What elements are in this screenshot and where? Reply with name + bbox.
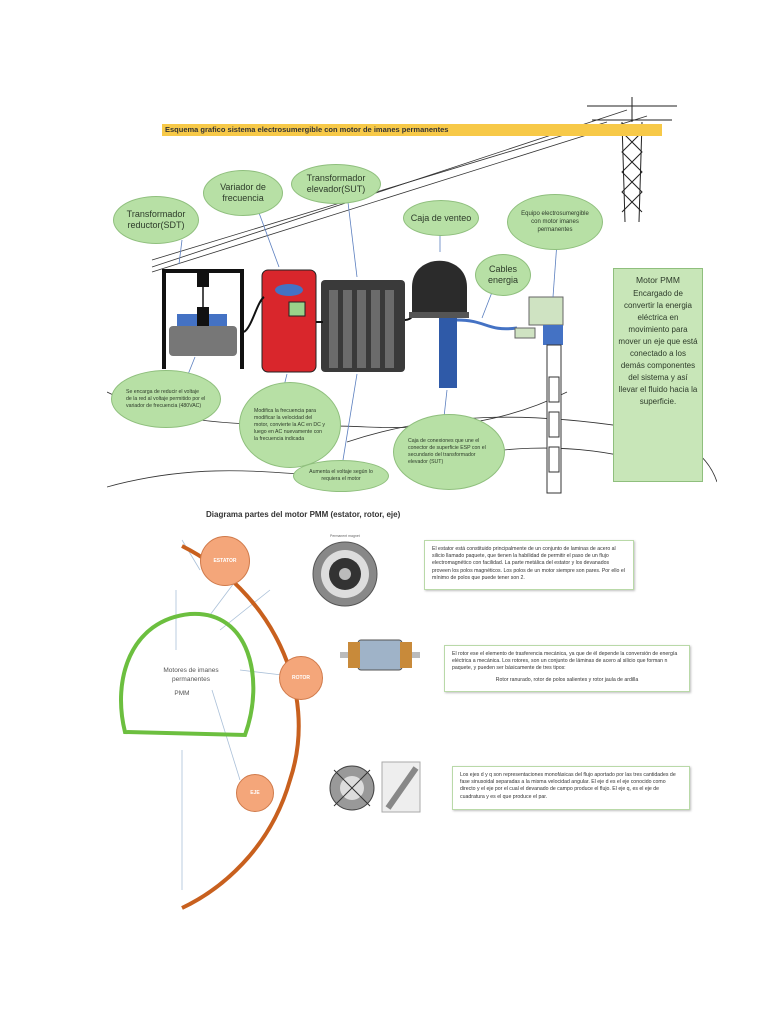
stator-text: El estator está constituido principalmen… <box>424 540 634 590</box>
node-stator: ESTATOR <box>200 536 250 586</box>
outer-arc <box>181 544 301 910</box>
diagram-title: Esquema grafico sistema electrosumergibl… <box>165 125 449 134</box>
note-sdt: Se encarga de reducir el voltaje de la r… <box>111 370 221 428</box>
vent-box <box>409 260 469 388</box>
note-junction: Caja de conexiones que une el conector d… <box>393 414 505 490</box>
note-vfd: Modifica la frecuencia para modificar la… <box>239 382 341 468</box>
pmm-center-label-2: PMM <box>174 690 190 697</box>
pmm-ring <box>119 611 256 738</box>
bubble-vent: Caja de venteo <box>403 200 479 236</box>
axis-text: Los ejes d y q son representaciones mono… <box>452 766 690 810</box>
pmm-center-label-1: Motores de imanes permanentes <box>163 667 219 683</box>
bubble-sdt: Transformador reductor(SDT) <box>113 196 199 244</box>
rotor-text: El rotor ese el elemento de trasferencia… <box>452 651 678 672</box>
bubble-sut: Transformador elevador(SUT) <box>291 164 381 204</box>
rotor-image <box>340 639 420 671</box>
top-diagram: Esquema grafico sistema electrosumergibl… <box>107 92 717 494</box>
stator-image-label: Permanent magnet <box>330 534 360 538</box>
axis-image <box>329 761 421 813</box>
title-banner <box>162 124 662 136</box>
motor-pmm-desc: Encargado de convertir la energia eléctr… <box>618 289 698 406</box>
power-tower <box>587 97 677 223</box>
step-up-transformer <box>321 280 405 372</box>
bubble-vfd: Variador de frecuencia <box>203 170 283 216</box>
bottom-title: Diagrama partes del motor PMM (estator, … <box>206 510 401 519</box>
pmm-parts-diagram <box>119 539 421 910</box>
node-rotor: ROTOR <box>279 656 323 700</box>
step-down-transformer <box>162 269 244 369</box>
variable-frequency-drive <box>261 269 317 373</box>
bubble-cables: Cables energia <box>475 254 531 296</box>
esp-wellhead <box>514 296 564 494</box>
rotor-text-box: El rotor ese el elemento de trasferencia… <box>444 645 690 692</box>
rotor-types-text: Rotor ranurado, rotor de polos salientes… <box>495 676 639 683</box>
node-axis: EJE <box>236 774 274 812</box>
stator-image <box>312 541 378 607</box>
motor-pmm-box: Motor PMM Encargado de convertir la ener… <box>613 268 703 482</box>
motor-pmm-title: Motor PMM <box>636 275 680 285</box>
bubble-esp: Equipo electrosumergible con motor imane… <box>507 194 603 250</box>
note-sut: Aumenta el voltaje según lo requiera el … <box>293 460 389 492</box>
top-diagram-graphics <box>107 97 717 494</box>
